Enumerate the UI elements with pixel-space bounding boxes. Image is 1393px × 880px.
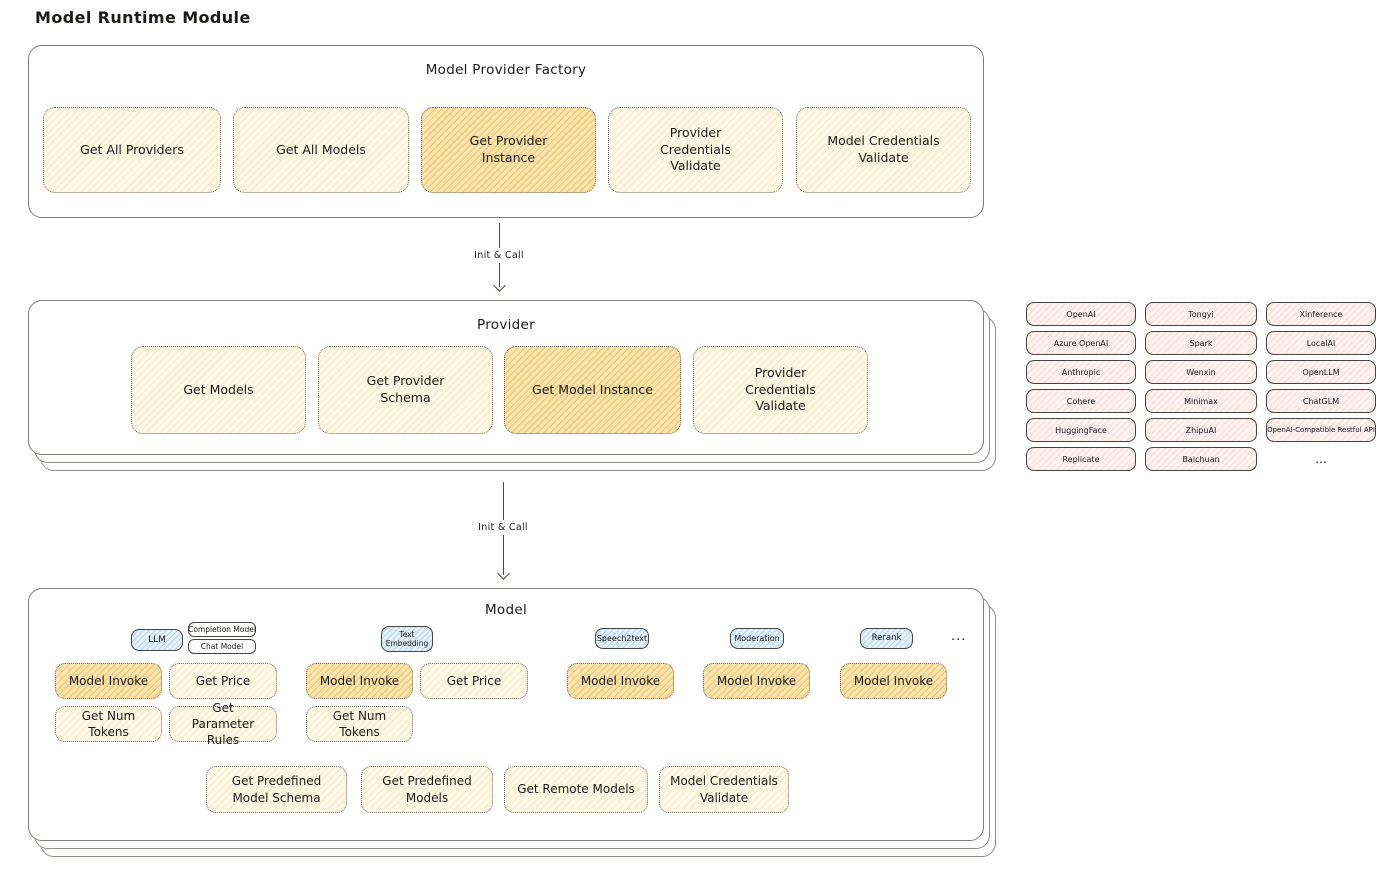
provider-chip-anthropic: Anthropic — [1026, 360, 1136, 384]
provider-chip-openai-compatible: OpenAI-Compatible Restful API — [1266, 418, 1376, 442]
get-predefined-models-box: Get Predefined Models — [361, 766, 493, 813]
provider-chip-cohere: Cohere — [1026, 389, 1136, 413]
arrow-factory-to-provider-head — [493, 279, 506, 292]
provider-chip-localai: LocalAI — [1266, 331, 1376, 355]
factory-panel: Model Provider Factory Get All Providers… — [28, 45, 984, 218]
embedding-model-invoke-box: Model Invoke — [306, 663, 413, 699]
get-remote-models-box: Get Remote Models — [504, 766, 648, 813]
tag-text-embedding: Text Embedding — [381, 626, 433, 652]
moderation-model-invoke-box: Model Invoke — [703, 663, 810, 699]
llm-get-price-box: Get Price — [169, 663, 277, 699]
llm-get-num-tokens-box: Get Num Tokens — [55, 706, 162, 742]
model-panel-stack: Model LLM Completion Model Chat Model Te… — [28, 588, 998, 858]
embedding-get-price-box: Get Price — [420, 663, 528, 699]
arrow-factory-to-provider-label: Init & Call — [457, 248, 541, 263]
provider-provider-credentials-validate-box: Provider Credentials Validate — [693, 346, 868, 434]
factory-get-all-models-box: Get All Models — [233, 107, 409, 193]
provider-chip-spark: Spark — [1145, 331, 1257, 355]
tag-moderation: Moderation — [730, 628, 784, 649]
provider-chip-openllm: OpenLLM — [1266, 360, 1376, 384]
provider-get-models-box: Get Models — [131, 346, 306, 434]
provider-chip-chatglm: ChatGLM — [1266, 389, 1376, 413]
provider-chip-zhipuai: ZhipuAI — [1145, 418, 1257, 442]
factory-get-provider-instance-box: Get Provider Instance — [421, 107, 596, 193]
factory-provider-credentials-validate-box: Provider Credentials Validate — [608, 107, 783, 193]
provider-chip-azure-openai: Azure OpenAI — [1026, 331, 1136, 355]
provider-chip-wenxin: Wenxin — [1145, 360, 1257, 384]
providers-more-ellipsis: ... — [1315, 452, 1327, 466]
llm-get-parameter-rules-box: Get Parameter Rules — [169, 701, 277, 747]
factory-get-all-providers-box: Get All Providers — [43, 107, 221, 193]
provider-chip-baichuan: Baichuan — [1145, 447, 1257, 471]
arrow-provider-to-model-label: Init & Call — [461, 520, 545, 535]
tag-llm: LLM — [131, 629, 183, 651]
tags-more-ellipsis: ... — [951, 629, 967, 644]
model-panel-title: Model — [484, 602, 528, 618]
provider-panel: Provider Get Models Get Provider Schema … — [28, 300, 984, 455]
tag-completion-model: Completion Model — [188, 622, 256, 637]
get-predefined-model-schema-box: Get Predefined Model Schema — [206, 766, 347, 813]
speech2text-model-invoke-box: Model Invoke — [567, 663, 674, 699]
model-credentials-validate-box: Model Credentials Validate — [659, 766, 789, 813]
arrow-provider-to-model-head — [497, 567, 510, 580]
diagram-title: Model Runtime Module — [35, 8, 251, 27]
tag-rerank: Rerank — [860, 628, 913, 649]
rerank-model-invoke-box: Model Invoke — [840, 663, 947, 699]
provider-panel-stack: Provider Get Models Get Provider Schema … — [28, 300, 998, 472]
provider-get-model-instance-box: Get Model Instance — [504, 346, 681, 434]
llm-model-invoke-box: Model Invoke — [55, 663, 162, 699]
tag-chat-model: Chat Model — [188, 639, 256, 654]
provider-chip-xinference: Xinference — [1266, 302, 1376, 326]
tag-speech2text: Speech2text — [595, 628, 649, 649]
factory-model-credentials-validate-box: Model Credentials Validate — [796, 107, 971, 193]
embedding-get-num-tokens-box: Get Num Tokens — [306, 706, 413, 742]
provider-chip-huggingface: HuggingFace — [1026, 418, 1136, 442]
provider-chip-tongyi: Tongyi — [1145, 302, 1257, 326]
provider-panel-title: Provider — [477, 317, 535, 333]
provider-chip-replicate: Replicate — [1026, 447, 1136, 471]
provider-chip-minimax: Minimax — [1145, 389, 1257, 413]
provider-get-provider-schema-box: Get Provider Schema — [318, 346, 493, 434]
providers-grid: OpenAI Tongyi Xinference Azure OpenAI Sp… — [1026, 302, 1376, 471]
factory-panel-title: Model Provider Factory — [425, 62, 587, 78]
provider-chip-openai: OpenAI — [1026, 302, 1136, 326]
model-panel: Model LLM Completion Model Chat Model Te… — [28, 588, 984, 841]
